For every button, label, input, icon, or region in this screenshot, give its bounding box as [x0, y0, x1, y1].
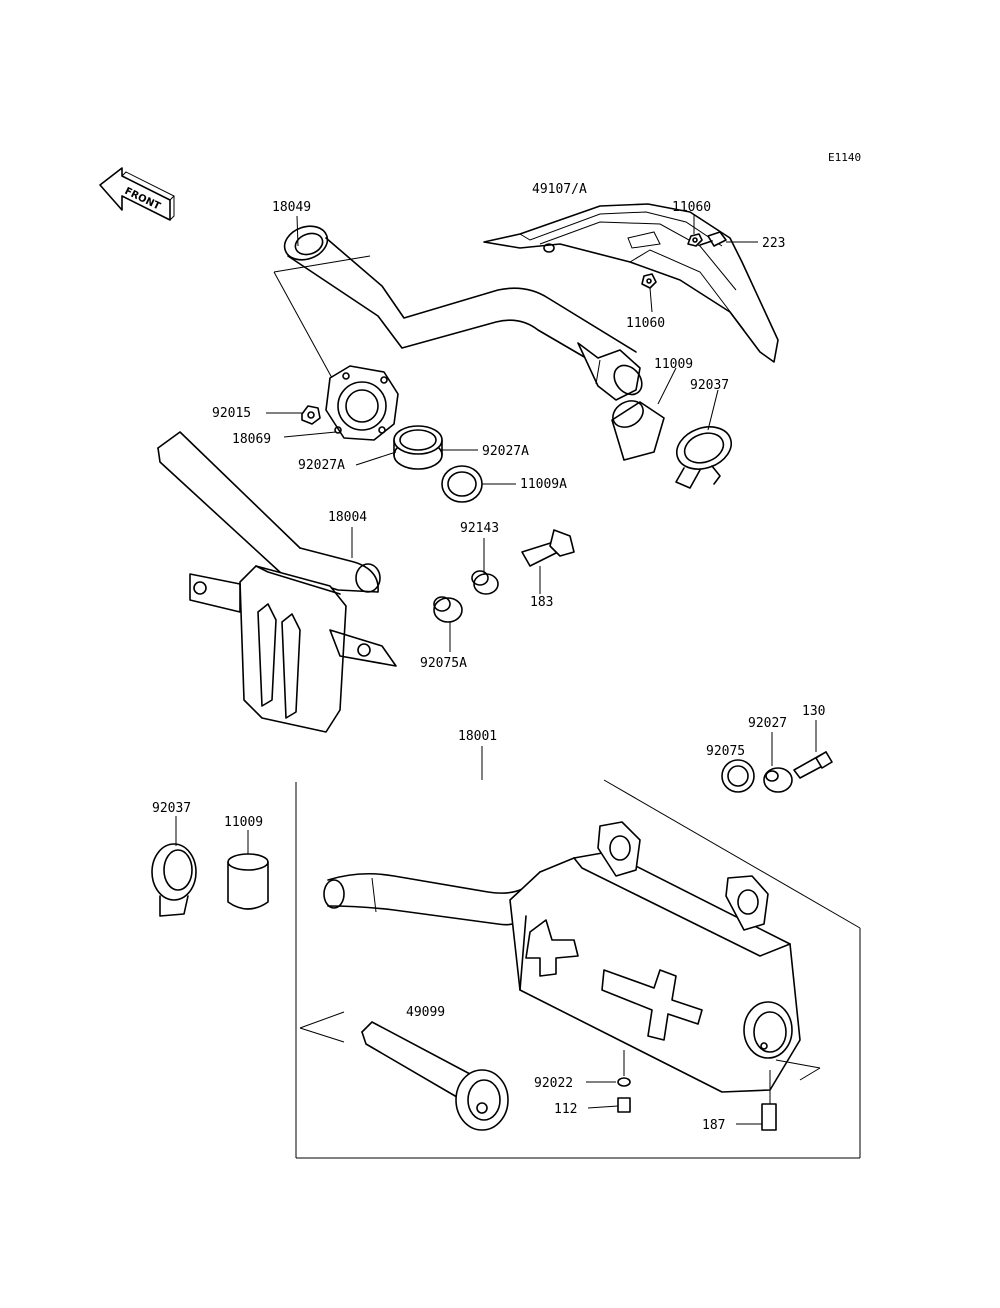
assembly-guide-line: [273, 255, 371, 273]
label-187: 187: [702, 1118, 725, 1133]
label-18049: 18049: [272, 200, 311, 215]
label-18069: 18069: [232, 432, 271, 447]
leader-lines: [175, 214, 821, 1125]
label-183: 183: [530, 595, 553, 610]
assembly-frame: [295, 779, 861, 1159]
label-11060-mid: 11060: [626, 316, 665, 331]
label-49099: 49099: [406, 1005, 445, 1020]
label-92037-top: 92037: [690, 378, 729, 393]
label-49107A: 49107/A: [532, 182, 587, 197]
label-92027: 92027: [748, 716, 787, 731]
label-92022: 92022: [534, 1076, 573, 1091]
washer-92022: [617, 1077, 631, 1087]
grommet-92075A: [433, 596, 463, 623]
bolt-223: [699, 231, 727, 247]
label-18004: 18004: [328, 510, 367, 525]
label-223: 223: [762, 236, 785, 251]
washer-92027: [763, 767, 793, 793]
nut-11060-mid: [641, 273, 657, 289]
label-92027A-left: 92027A: [298, 458, 345, 473]
label-112: 112: [554, 1102, 577, 1117]
gasket-18069: [325, 365, 399, 441]
label-11009A: 11009A: [520, 477, 567, 492]
label-18001: 18001: [458, 729, 497, 744]
silencer-18001: [323, 821, 801, 1093]
ring-92027A: [393, 425, 443, 470]
washer-92143: [471, 570, 499, 595]
label-11009-top: 11009: [654, 357, 693, 372]
bolt-112: [617, 1097, 631, 1113]
label-92027A-right: 92027A: [482, 444, 529, 459]
label-92143: 92143: [460, 521, 499, 536]
front-arrow-icon: FRONT: [99, 167, 175, 221]
exhaust-pipe-18049: [283, 225, 643, 401]
nut-11060-top: [687, 233, 703, 247]
clamp-92037-left: [151, 843, 197, 917]
gasket-11009-left: [227, 853, 269, 910]
heat-guard-49107: [483, 203, 779, 363]
label-92015: 92015: [212, 406, 251, 421]
gasket-11009-top: [611, 400, 665, 461]
label-92075: 92075: [706, 744, 745, 759]
label-11009-left: 11009: [224, 815, 263, 830]
spark-arrester-49099: [361, 1021, 509, 1131]
label-92075A: 92075A: [420, 656, 467, 671]
label-130: 130: [802, 704, 825, 719]
clamp-92037-top: [675, 426, 732, 489]
diagram-code: E1140: [828, 151, 861, 164]
bolt-187: [761, 1103, 777, 1131]
muffler-18004: [157, 431, 397, 733]
bolt-130: [793, 751, 833, 779]
label-11060-top: 11060: [672, 200, 711, 215]
label-92037-left: 92037: [152, 801, 191, 816]
ring-11009A: [441, 465, 483, 503]
assembly-guide-line: [273, 271, 333, 379]
grommet-92075: [721, 759, 755, 793]
nut-92015: [301, 405, 321, 425]
bolt-183: [521, 529, 575, 567]
